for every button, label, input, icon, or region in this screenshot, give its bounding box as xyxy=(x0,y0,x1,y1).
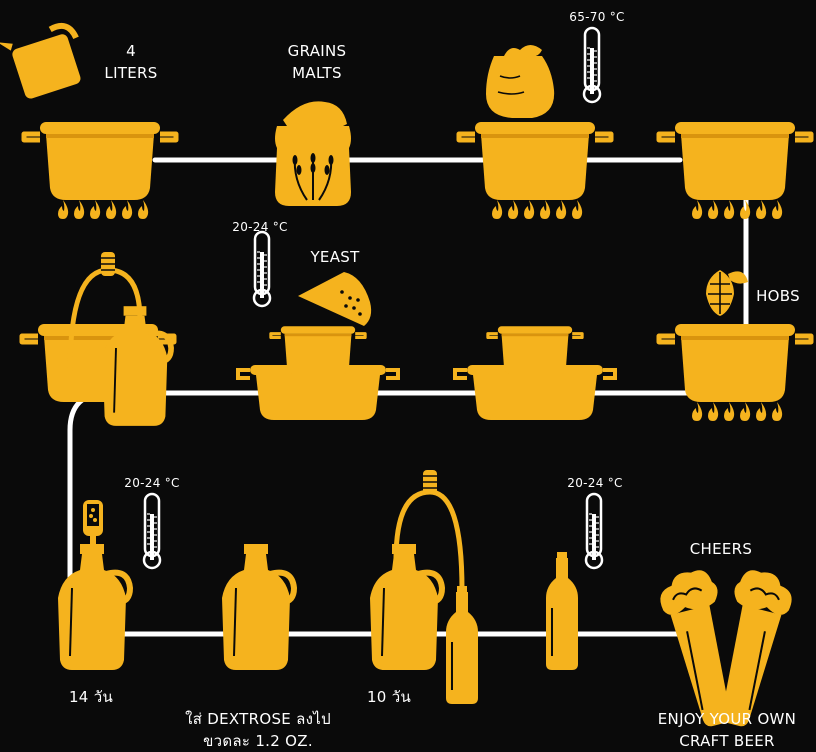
pot-icon-hops-boil xyxy=(659,324,811,402)
airlock-icon xyxy=(83,500,103,544)
yeast-packet-icon xyxy=(298,272,371,326)
liters-label: 4 LITERS xyxy=(96,40,166,84)
beer-bottle-icon-filling xyxy=(446,586,478,704)
hops-label: HOBS xyxy=(748,285,808,307)
grain-sack-icon xyxy=(275,101,351,206)
yeast-label: YEAST xyxy=(300,246,370,268)
dextrose-label: ใส่ DEXTROSE ลงไป ขวดละ 1.2 OZ. xyxy=(148,708,368,752)
growler-jug-icon-dextrose xyxy=(222,544,294,670)
enjoy-label: ENJOY YOUR OWN CRAFT BEER xyxy=(638,708,816,752)
flame-icon-4 xyxy=(692,200,782,219)
flame-icon-row2 xyxy=(692,402,782,421)
cheers-label: CHEERS xyxy=(676,538,766,560)
yeast-temperature-label: 20-24 °C xyxy=(215,220,305,234)
thermometer-icon-yeast xyxy=(254,232,270,306)
hops-icon xyxy=(706,270,748,316)
water-pitcher-icon xyxy=(0,19,90,103)
bottle-temperature-label: 20-24 °C xyxy=(550,476,640,490)
thermometer-icon-bottle xyxy=(586,494,602,568)
thermometer-icon-ferment xyxy=(144,494,160,568)
thermometer-icon-mash xyxy=(584,28,600,102)
beer-bottle-icon-conditioning xyxy=(546,552,578,670)
ferment-temperature-label: 20-24 °C xyxy=(107,476,197,490)
flame-icon-3 xyxy=(492,200,582,219)
grain-bag-icon xyxy=(486,45,554,118)
growler-jug-icon-bottling xyxy=(370,544,442,670)
flame-icon-1 xyxy=(58,200,148,219)
grains-malts-label: GRAINS MALTS xyxy=(272,40,362,84)
ferment-days-label: 14 วัน xyxy=(46,686,136,708)
mash-temperature-label: 65-70 °C xyxy=(552,10,642,24)
conditioning-days-label: 10 วัน xyxy=(344,686,434,708)
